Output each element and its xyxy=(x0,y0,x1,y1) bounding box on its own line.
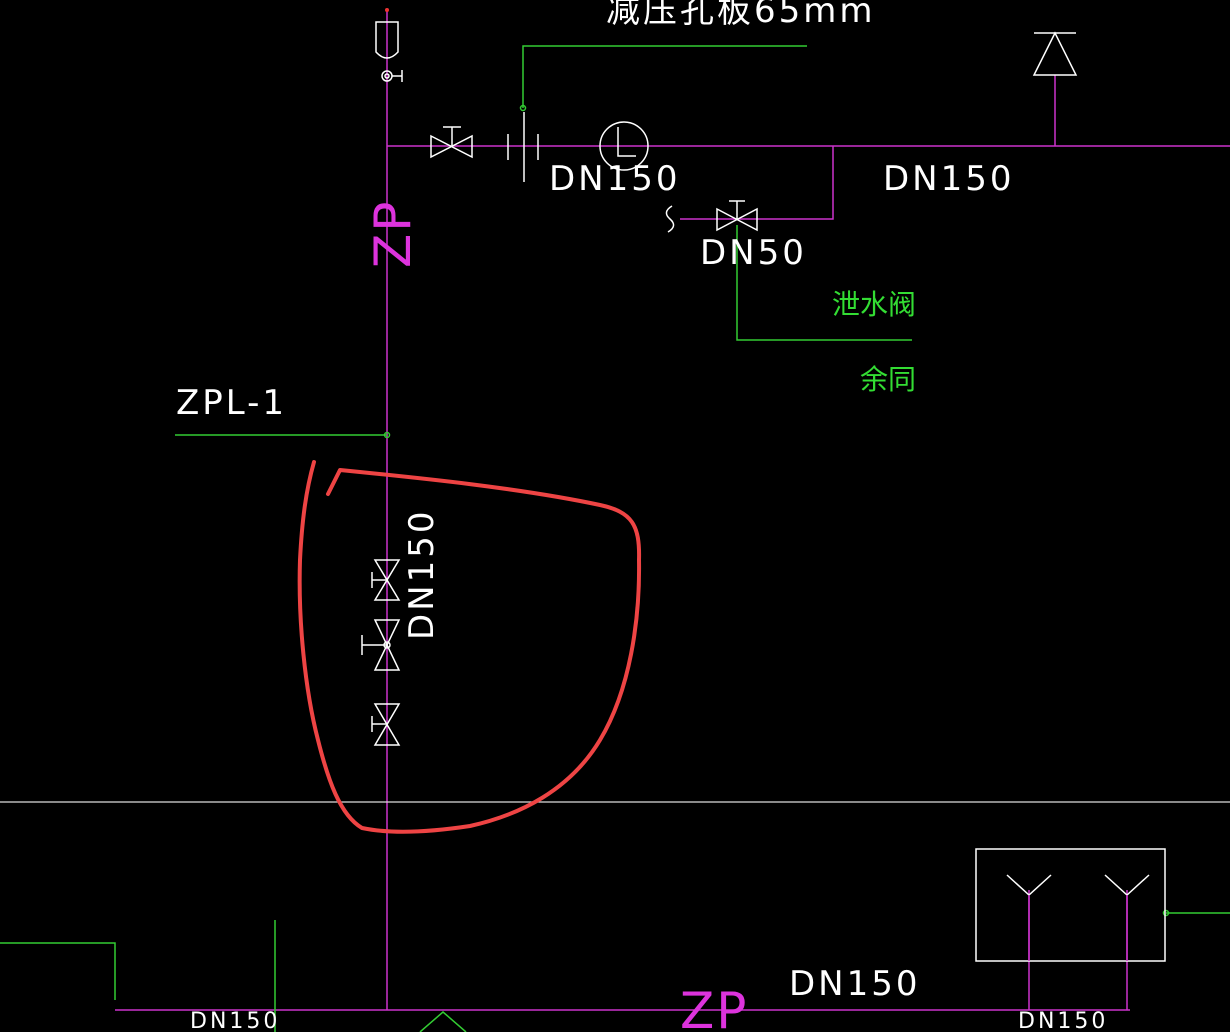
drain-valve-icon xyxy=(665,200,758,233)
riser-top-marker xyxy=(385,8,389,12)
dn150-bottom-left-label: DN150 xyxy=(190,1009,280,1032)
flow-switch-icon xyxy=(599,121,649,171)
dn150-top-right-label: DN150 xyxy=(883,159,1015,199)
hydrant-right-leader-dot xyxy=(1162,909,1170,917)
dn150-bottom-mid-label: DN150 xyxy=(789,964,921,1004)
bottom-valve-partial-icon xyxy=(419,1011,467,1032)
orifice-leader xyxy=(522,45,807,108)
drain-valve-leader xyxy=(736,225,912,341)
orifice-plate-icon xyxy=(507,112,539,182)
same-for-rest-label: 余同 xyxy=(860,363,916,396)
orifice-leader-dot xyxy=(519,104,527,112)
riser-valve-icon-3 xyxy=(371,703,401,746)
dn150-top-mid-label: DN150 xyxy=(549,159,681,199)
drain-branch-pipe xyxy=(680,146,834,220)
red-annotation-loop xyxy=(297,460,642,834)
riser-id-leader-dot xyxy=(383,431,391,439)
dn150-bottom-right-label: DN150 xyxy=(1018,1009,1108,1032)
zp-vertical-label: ZP xyxy=(364,200,422,268)
sprinkler-head-icon xyxy=(375,21,403,82)
drain-valve-label: 泄水阀 xyxy=(832,288,916,321)
exhaust-valve-icon xyxy=(1032,31,1078,76)
leader-lines xyxy=(0,45,1230,1032)
dn50-label: DN50 xyxy=(700,233,807,273)
orifice-plate-label: 减压孔板65mm xyxy=(606,0,876,31)
zp-bottom-label: ZP xyxy=(680,982,748,1032)
riser-valve-icon-2 xyxy=(361,619,401,671)
fire-hydrant-icon xyxy=(975,848,1166,962)
riser-valve-icon-1 xyxy=(371,559,401,601)
gate-valve-icon xyxy=(430,126,473,159)
dn150-vertical-label: DN150 xyxy=(402,508,442,640)
riser-id-label: ZPL-1 xyxy=(176,383,287,423)
bottom-left-leader xyxy=(0,942,116,1000)
